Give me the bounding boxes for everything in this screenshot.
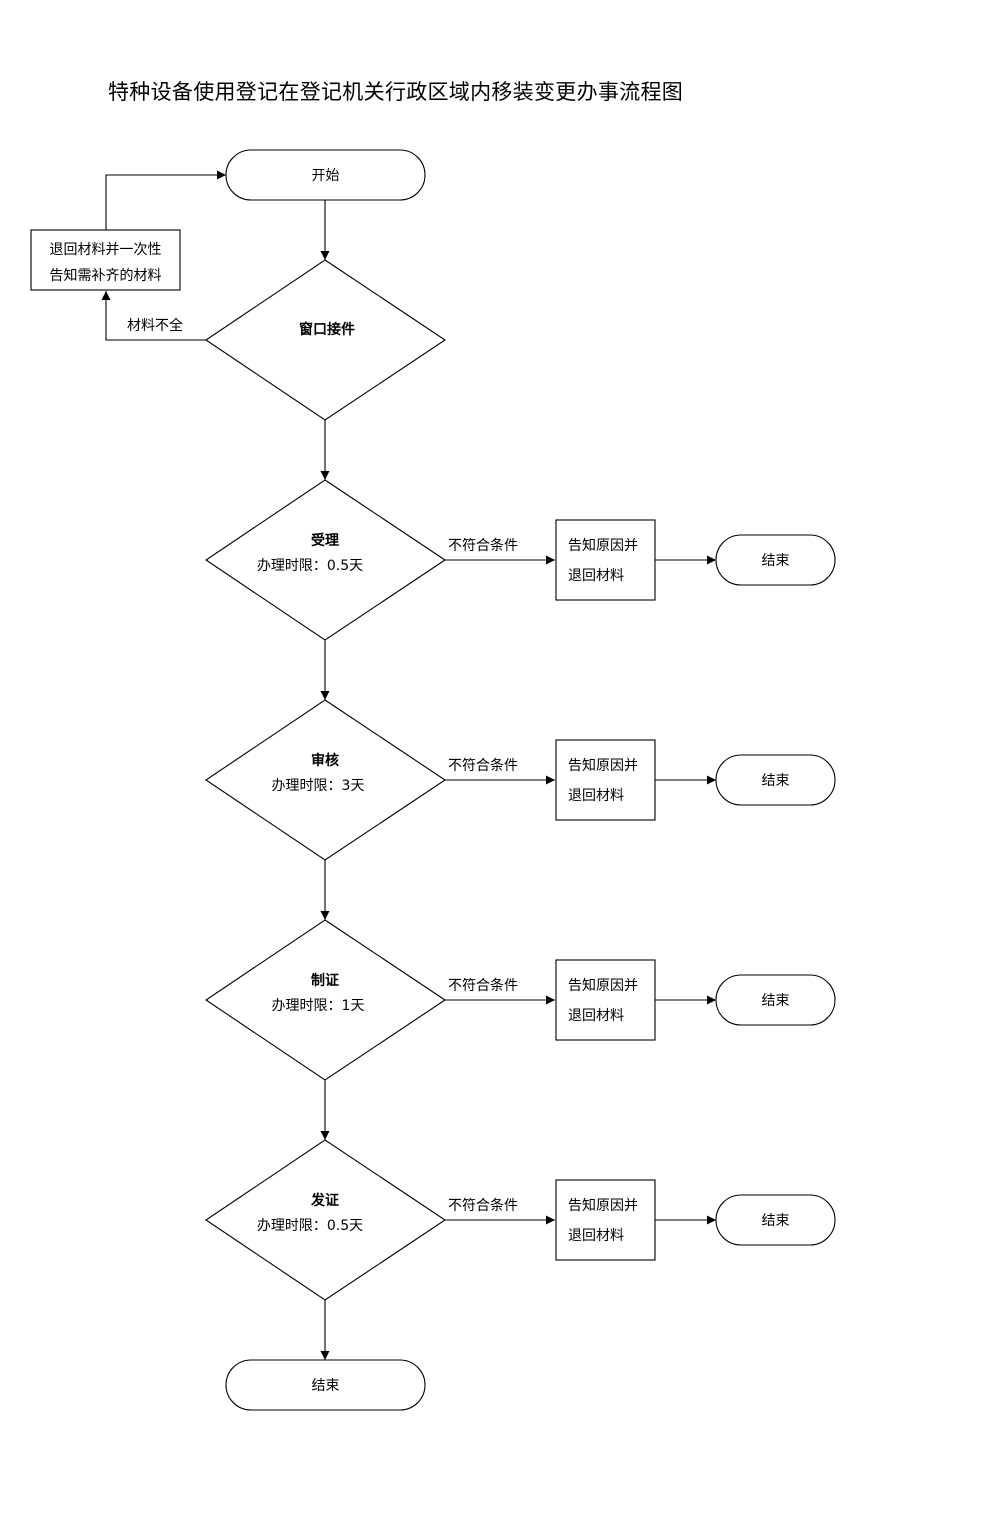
step-accept-end-label: 结束 bbox=[762, 553, 790, 569]
incomplete-materials-label: 材料不全 bbox=[127, 317, 183, 334]
step-produce-certificate: 制证 办理时限：1天 不符合条件 告知原因并 退回材料 结束 bbox=[205, 919, 836, 1081]
return-materials-box-shape bbox=[30, 229, 181, 291]
end-node: 结束 bbox=[225, 1359, 426, 1411]
start-node: 开始 bbox=[225, 149, 426, 201]
return-materials-box: 退回材料并一次性 告知需补齐的材料 bbox=[30, 229, 181, 291]
step-issue-reject-line-1: 告知原因并 bbox=[568, 1197, 638, 1214]
step-accept: 受理 办理时限：0.5天 不符合条件 告知原因并 退回材料 结束 bbox=[205, 479, 836, 641]
window-intake-label: 窗口接件 bbox=[299, 321, 355, 338]
return-materials-line-1: 退回材料并一次性 bbox=[50, 242, 162, 258]
step-issue-reject-label: 不符合条件 bbox=[448, 1197, 518, 1214]
step-review-reject-line-1: 告知原因并 bbox=[568, 757, 638, 774]
step-issue-end-terminal bbox=[715, 1194, 836, 1246]
step-produce-reject-box bbox=[555, 959, 656, 1041]
step-issue-end-label: 结束 bbox=[762, 1213, 790, 1229]
step-review-end-label: 结束 bbox=[762, 773, 790, 789]
step-review-name: 审核 bbox=[311, 752, 339, 769]
step-produce-reject-label: 不符合条件 bbox=[448, 977, 518, 994]
window-intake-diamond bbox=[205, 259, 446, 421]
return-materials-line-2: 告知需补齐的材料 bbox=[50, 267, 162, 284]
step-accept-time-limit: 办理时限：0.5天 bbox=[257, 558, 363, 574]
step-produce-reject-line-2: 退回材料 bbox=[568, 1008, 624, 1024]
step-review-reject-line-2: 退回材料 bbox=[568, 788, 624, 804]
step-accept-name: 受理 bbox=[311, 532, 339, 549]
step-accept-reject-line-2: 退回材料 bbox=[568, 568, 624, 584]
step-issue-time-limit: 办理时限：0.5天 bbox=[257, 1218, 363, 1234]
edge-incomplete-materials bbox=[101, 291, 206, 341]
start-label: 开始 bbox=[312, 168, 340, 184]
step-review-time-limit: 办理时限：3天 bbox=[272, 778, 365, 794]
step-issue-reject-box bbox=[555, 1179, 656, 1261]
step-review-end-terminal bbox=[715, 754, 836, 806]
end-terminal-shape bbox=[225, 1359, 426, 1411]
step-issue-reject-line-2: 退回材料 bbox=[568, 1228, 624, 1244]
step-accept-reject-line-1: 告知原因并 bbox=[568, 537, 638, 554]
step-issue-certificate: 发证 办理时限：0.5天 不符合条件 告知原因并 退回材料 结束 bbox=[205, 1139, 836, 1301]
step-review: 审核 办理时限：3天 不符合条件 告知原因并 退回材料 结束 bbox=[205, 699, 836, 861]
step-produce-name: 制证 bbox=[311, 972, 339, 989]
step-produce-end-label: 结束 bbox=[762, 993, 790, 1009]
end-label: 结束 bbox=[312, 1378, 340, 1394]
step-accept-end-terminal bbox=[715, 534, 836, 586]
edge-return-to-start bbox=[105, 170, 226, 230]
step-accept-reject-label: 不符合条件 bbox=[448, 537, 518, 554]
step-accept-reject-box bbox=[555, 519, 656, 601]
step-produce-end-terminal bbox=[715, 974, 836, 1026]
window-intake-node: 窗口接件 bbox=[205, 259, 446, 421]
page-title: 特种设备使用登记在登记机关行政区域内移装变更办事流程图 bbox=[108, 80, 684, 104]
step-issue-name: 发证 bbox=[310, 1192, 339, 1209]
step-review-reject-box bbox=[555, 739, 656, 821]
step-review-reject-label: 不符合条件 bbox=[448, 757, 518, 774]
step-produce-time-limit: 办理时限：1天 bbox=[272, 998, 365, 1014]
step-produce-reject-line-1: 告知原因并 bbox=[568, 977, 638, 994]
